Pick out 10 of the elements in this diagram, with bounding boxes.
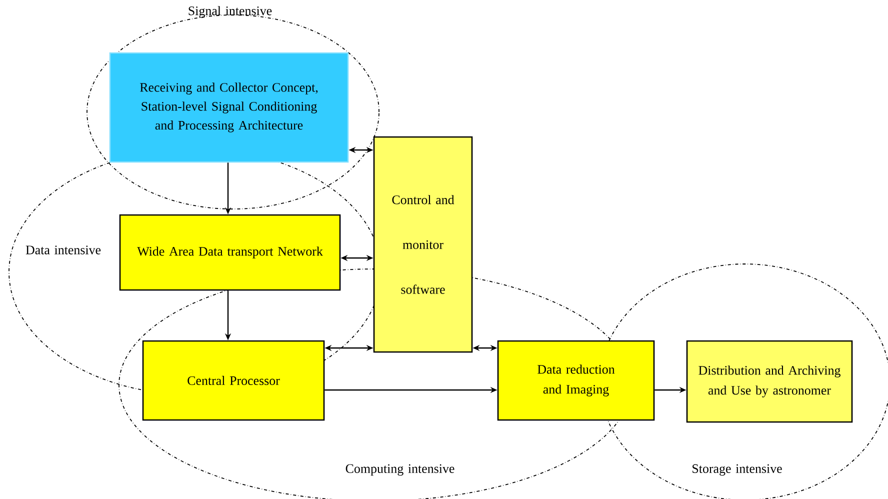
process-box: Wide Area Data transport Network <box>119 214 341 291</box>
process-box: Data reduction and Imaging <box>497 340 655 421</box>
process-box: Distribution and Archiving and Use by astronomer <box>686 340 853 423</box>
region-label: Computing intensive <box>346 464 454 476</box>
process-box: Receiving and Collector Concept, Station-level Signal Conditioning and Processing Architecture <box>109 52 349 163</box>
process-box: Central Processor <box>142 340 325 421</box>
region-label: Data intensive <box>26 246 101 254</box>
region-label: Signal intensive <box>188 6 272 18</box>
software-box: Control and monitor software <box>373 136 473 353</box>
region-label: Storage intensive <box>692 464 782 476</box>
